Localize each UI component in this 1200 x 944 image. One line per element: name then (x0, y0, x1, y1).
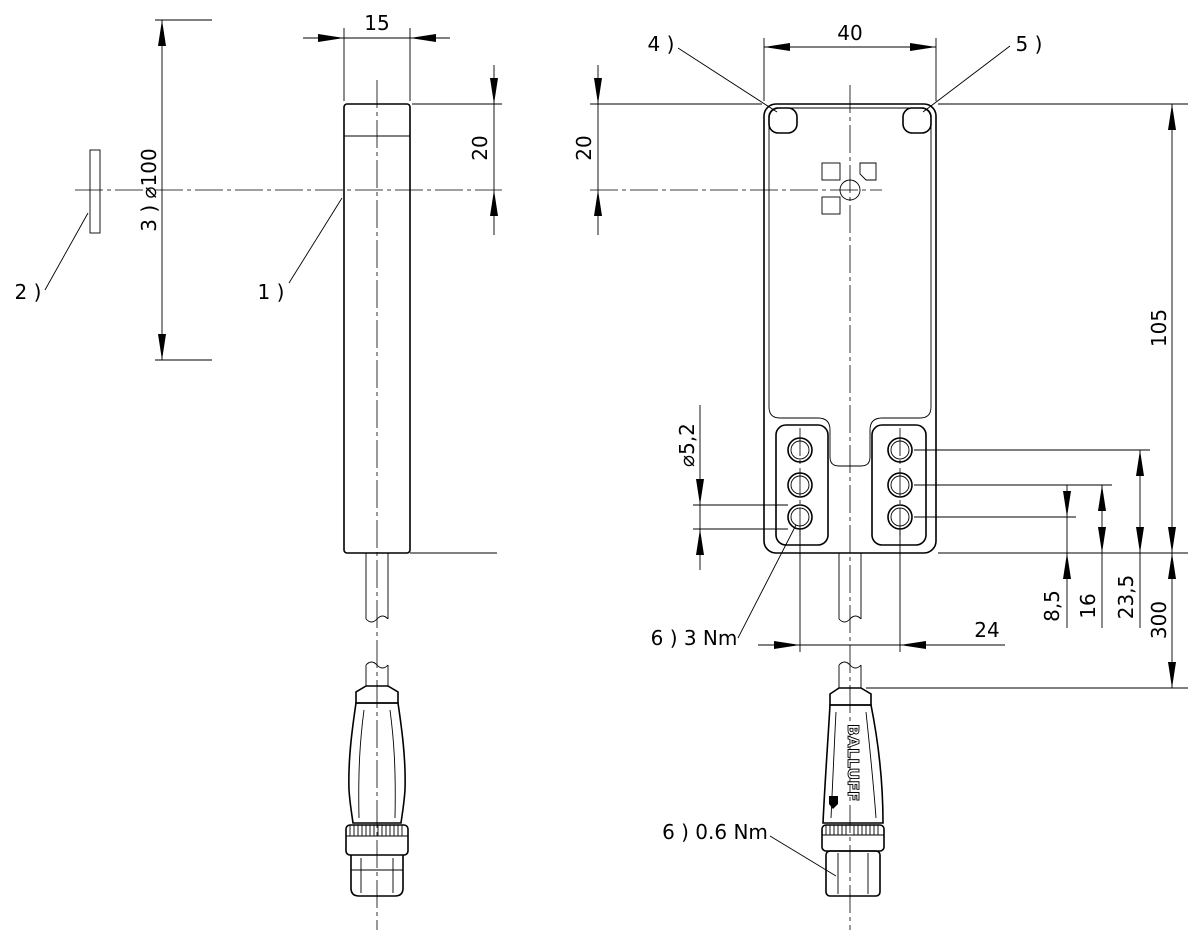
front-connector-body (822, 704, 884, 824)
mounting-holes (787, 437, 913, 530)
side-connector-cable-break (365, 661, 389, 669)
hole-row-23-5-label: 23,5 (1114, 575, 1138, 620)
front-connector-hex-lines (837, 853, 869, 894)
front-width-label: 40 (837, 21, 862, 45)
side-cable-break (365, 615, 389, 623)
side-connector-plug-lines (351, 858, 403, 893)
mounting-hole-inner (890, 507, 910, 527)
mounting-hole (887, 504, 913, 530)
length-label: 105 (1147, 309, 1171, 347)
target-disk-view: 3 ) ⌀100 2 ) (15, 19, 212, 361)
side-connector-body (348, 702, 406, 824)
callout-1-leader (288, 197, 343, 284)
corner-pad-right (902, 107, 932, 134)
target-mark-top-left (821, 162, 841, 181)
mounting-hole (887, 437, 913, 463)
side-width-label: 15 (364, 11, 389, 35)
front-pocket-outline (768, 107, 932, 467)
callout-2-leader (44, 212, 89, 291)
mounting-hole (787, 437, 813, 463)
side-view: 15 20 1 ) (75, 11, 502, 930)
front-connector-hex-nut (825, 850, 881, 897)
connector-brand-logo: BALLUFF (844, 724, 862, 802)
side-connector-grip-right (389, 709, 396, 819)
sensing-target-mark (821, 162, 877, 215)
callout-4-label: 4 ) (648, 32, 675, 56)
front-connector-grip-left (830, 711, 837, 819)
callout-4-leader (677, 47, 778, 113)
mounting-hole-inner (790, 507, 810, 527)
callout-5-leader (922, 45, 1011, 113)
side-housing (343, 103, 411, 554)
side-offset-label: 20 (468, 135, 492, 160)
cable-length-label: 300 (1147, 601, 1171, 639)
side-connector-knurl-ridges (346, 825, 408, 837)
front-view: 40 4 ) 5 ) 20 105 300 23,5 16 8,5 (572, 21, 1188, 930)
connector-torque-leader (769, 835, 837, 877)
callout-1-label: 1 ) (258, 280, 285, 304)
callout-5-label: 5 ) (1016, 32, 1043, 56)
front-connector-knurled-nut (821, 824, 885, 852)
mounting-hole (887, 472, 913, 498)
connector-torque-label: 6 ) 0.6 Nm (662, 820, 768, 844)
front-connector-cable-break (838, 661, 862, 669)
callout-2-label: 2 ) (15, 280, 42, 304)
front-connector-grip-right (865, 711, 877, 819)
side-connector (345, 661, 409, 897)
front-cable-break (838, 615, 862, 623)
target-mark-bottom-left (821, 196, 841, 215)
target-mark-circle (839, 179, 861, 201)
side-connector-plug (350, 855, 404, 897)
hole-diameter-label: ⌀5,2 (675, 423, 699, 467)
target-disk (89, 149, 101, 234)
front-connector-collar (829, 687, 872, 706)
mounting-hole-inner (790, 440, 810, 460)
side-connector-grip-left (358, 709, 365, 819)
mounting-hole-inner (890, 440, 910, 460)
screw-torque-leader (737, 524, 797, 639)
mounting-tab-left (775, 424, 829, 546)
front-housing (763, 103, 937, 554)
connector-marker-icon (829, 796, 838, 809)
side-connector-knurled-nut (345, 824, 409, 856)
corner-pad-left (768, 107, 798, 134)
front-connector-knurl-ridges (822, 825, 884, 836)
front-offset-label: 20 (572, 135, 596, 160)
mounting-hole (787, 472, 813, 498)
hole-spacing-label: 24 (974, 618, 999, 642)
mounting-hole-inner (890, 475, 910, 495)
screw-torque-label: 6 ) 3 Nm (651, 626, 738, 650)
front-connector: BALLUFF 6 ) 0.6 Nm (662, 661, 885, 897)
hole-row-16-label: 16 (1076, 593, 1100, 618)
target-mark-top-right (859, 162, 877, 181)
mounting-hole (787, 504, 813, 530)
hole-row-8-5-label: 8,5 (1040, 590, 1064, 622)
mounting-hole-inner (790, 475, 810, 495)
